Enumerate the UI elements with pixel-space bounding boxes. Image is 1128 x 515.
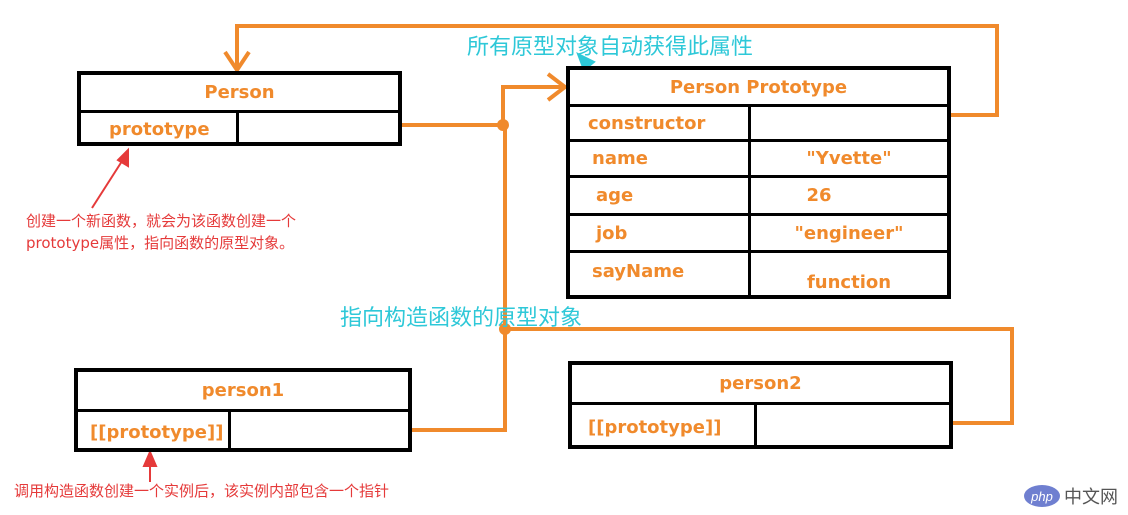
person-prototype-key: prototype <box>81 113 239 146</box>
person1-box: person1 [[prototype]] <box>74 368 412 452</box>
php-logo-icon: php <box>1024 485 1060 507</box>
create-function-annotation: 创建一个新函数，就会为该函数创建一个 prototype属性，指向函数的原型对象… <box>26 210 296 254</box>
site-watermark-text: 中文网 <box>1064 487 1118 507</box>
person-box: Person prototype <box>77 71 402 146</box>
proto-key-name: name <box>570 142 751 175</box>
proto-value-sayname: function <box>806 272 892 293</box>
person1-title: person1 <box>78 372 408 412</box>
person2-title: person2 <box>572 365 949 405</box>
person-title: Person <box>81 75 398 113</box>
person1-prototype-row: [[prototype]] <box>78 412 408 452</box>
proto-value-name: "Yvette" <box>806 148 892 169</box>
red-pointer-line-1 <box>91 157 125 209</box>
proto-row-age: age 26 <box>570 178 947 216</box>
constructor-annotation: 所有原型对象自动获得此属性 <box>467 35 754 60</box>
person-prototype-row: prototype <box>81 113 398 146</box>
red-pointer-head-1 <box>116 147 129 168</box>
proto-key-sayname: sayName <box>570 253 751 299</box>
proto-row-name: name "Yvette" <box>570 142 947 178</box>
proto-row-sayname: sayName function <box>570 253 947 299</box>
person1-prototype-key: [[prototype]] <box>78 412 231 452</box>
site-watermark-logo: php 中文网 <box>1024 483 1118 509</box>
arrowhead-to-person <box>223 50 251 74</box>
instance-creation-annotation: 调用构造函数创建一个实例后，该实例内部包含一个指针 <box>14 482 390 500</box>
junction-dot-mid <box>499 323 511 335</box>
proto-value-age: 26 <box>806 185 832 206</box>
proto-key-age: age <box>570 178 751 213</box>
arrowhead-to-prototype <box>546 72 569 102</box>
proto-row-constructor: constructor <box>570 107 947 142</box>
proto-key-job: job <box>570 216 751 250</box>
proto-key-constructor: constructor <box>570 107 751 139</box>
person-prototype-title: Person Prototype <box>570 70 947 107</box>
proto-value-constructor <box>751 107 947 139</box>
person2-prototype-key: [[prototype]] <box>572 405 757 449</box>
junction-dot-top <box>497 119 509 131</box>
person-prototype-box: Person Prototype constructor name "Yvett… <box>566 66 951 299</box>
prototype-link-line <box>315 85 565 127</box>
create-function-annotation-line-1: 创建一个新函数，就会为该函数创建一个 <box>26 212 297 230</box>
proto-value-job: "engineer" <box>794 222 904 244</box>
instance-pointer-annotation: 指向构造函数的原型对象 <box>340 306 583 331</box>
create-function-annotation-line-2: prototype属性，指向函数的原型对象。 <box>26 234 295 252</box>
person2-box: person2 [[prototype]] <box>568 361 953 449</box>
red-pointer-head-2 <box>142 449 158 467</box>
proto-row-job: job "engineer" <box>570 216 947 253</box>
person2-prototype-row: [[prototype]] <box>572 405 949 449</box>
